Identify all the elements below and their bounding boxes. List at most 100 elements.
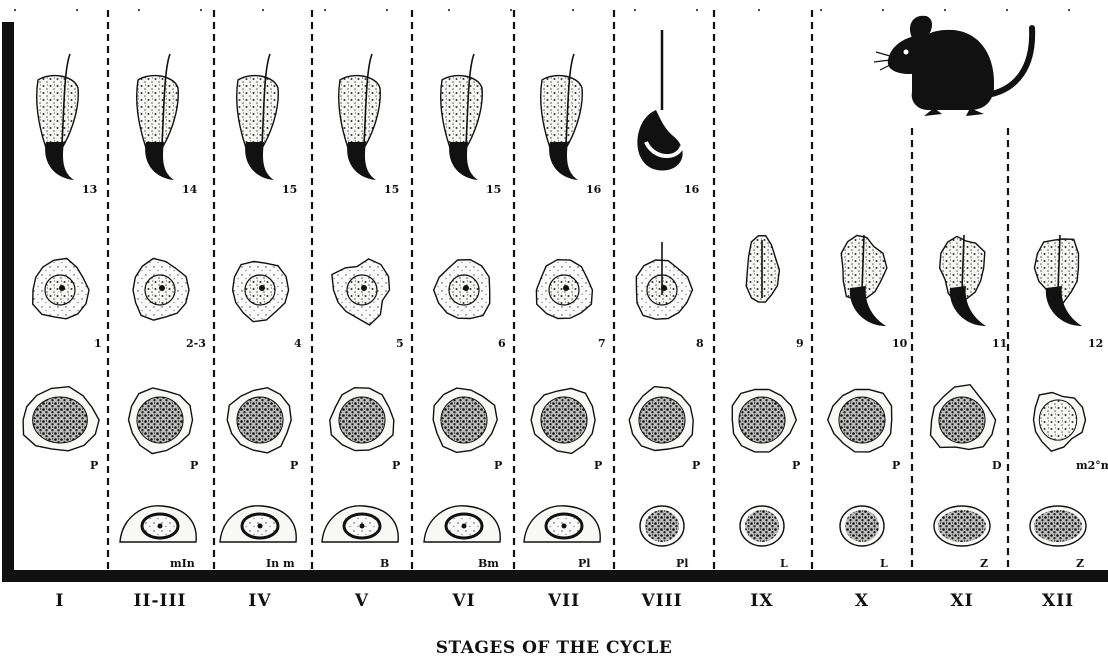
round-spermatid [434, 260, 490, 319]
spermatogonium-nucleus [938, 510, 986, 542]
spermatocyte-nucleus [339, 397, 385, 443]
spermatid-head [637, 110, 682, 170]
elongated-cell-label: 15 [282, 184, 297, 195]
elongating-spermatid [637, 30, 682, 170]
round-cell-label: 9 [796, 338, 804, 349]
spermatogonia-cell-label: L [780, 558, 788, 569]
spermatogonia-cell-label: B [380, 558, 389, 569]
spermatogonium-nucleus [1034, 510, 1082, 542]
mouse-eye [904, 50, 909, 55]
spermatocyte-nucleus [939, 397, 985, 443]
round-cell-label: 6 [498, 338, 506, 349]
elongated-cell-label: 13 [82, 184, 97, 195]
spermatocyte-nucleus [639, 397, 685, 443]
spermatocyte-nucleus [33, 397, 88, 443]
acrosome-granule [159, 285, 165, 291]
spermatocyte-nucleus [441, 397, 487, 443]
round-spermatid [233, 262, 289, 322]
spermatocyte-cell-label: P [792, 460, 800, 471]
mouse-ear [910, 16, 932, 38]
round-spermatid [841, 235, 887, 326]
spermatogonium-nucleus [645, 510, 679, 542]
spermatocyte [531, 388, 595, 453]
spermatocyte-nucleus [839, 397, 885, 443]
stage-label: VIII [627, 591, 697, 611]
acrosome-granule [563, 285, 569, 291]
spermatocyte-cell-label: P [892, 460, 900, 471]
spermatogonia-cell-label: mIn [170, 558, 195, 569]
axis-title: STAGES OF THE CYCLE [0, 638, 1108, 658]
round-spermatid [636, 242, 692, 319]
spermatid-head [449, 142, 478, 180]
round-cell-label: 10 [892, 338, 907, 349]
elongated-cell-label: 15 [384, 184, 399, 195]
spermatid-cytoplasm [137, 76, 179, 148]
acrosome-granule [361, 285, 367, 291]
elongating-spermatid [339, 54, 381, 180]
round-spermatid [1034, 235, 1082, 326]
spermatid-cytoplasm [339, 76, 381, 148]
spermatocyte [629, 387, 693, 451]
spermatocyte [931, 385, 996, 450]
spermatocyte-cell-label: D [992, 460, 1002, 471]
spermatocyte-cell-label: P [494, 460, 502, 471]
spermatogonium [220, 506, 296, 542]
spermatocyte [732, 390, 796, 452]
spermatogonium [524, 506, 600, 542]
stage-label: XII [1023, 591, 1093, 611]
spermatocyte [433, 388, 497, 452]
elongated-cell-label: 16 [586, 184, 601, 195]
spermatocyte [330, 388, 394, 451]
spermatid-head [549, 142, 578, 180]
spermatocyte-cell-label: P [90, 460, 98, 471]
spermatogonium-nucleolus [562, 524, 567, 529]
spermatid-cytoplasm [541, 76, 583, 148]
elongated-cell-label: 16 [684, 184, 699, 195]
spermatocyte-nucleus [237, 397, 283, 443]
spermatogonium-nucleolus [258, 524, 263, 529]
spermatocyte-nucleus [1039, 400, 1076, 440]
spermatocyte-cell-label: m2°m [1076, 460, 1108, 471]
panel-left-border [2, 22, 14, 582]
elongating-spermatid [137, 54, 179, 180]
panel-bottom-border [2, 570, 1108, 582]
round-cell-label: 11 [992, 338, 1007, 349]
spermatid-cytoplasm [441, 76, 483, 148]
round-spermatid [746, 236, 779, 302]
stage-label: I [25, 591, 95, 611]
spermatogonium-nucleolus [158, 524, 163, 529]
round-spermatid [536, 260, 592, 319]
stage-label: V [327, 591, 397, 611]
spermatocyte-cell-label: P [290, 460, 298, 471]
spermatogonium [322, 506, 398, 542]
spermatogonia-cell-label: Z [980, 558, 988, 569]
stage-label: XI [927, 591, 997, 611]
round-spermatid [33, 258, 89, 318]
spermatogonium [840, 506, 884, 546]
acrosome-granule [259, 285, 265, 291]
round-cell-label: 12 [1088, 338, 1103, 349]
elongated-cell-label: 15 [486, 184, 501, 195]
elongated-cell-label: 14 [182, 184, 197, 195]
spermatid-head [45, 142, 74, 180]
spermatid-head [145, 142, 174, 180]
elongating-spermatid [237, 54, 279, 180]
spermatocyte [227, 388, 291, 453]
spermatocyte-cell-label: P [692, 460, 700, 471]
spermatogonium-nucleus [745, 510, 779, 542]
spermatid-cytoplasm [237, 76, 279, 148]
spermatogonium-nucleus [845, 510, 879, 542]
spermatogonium [934, 506, 990, 546]
spermatogonia-cell-label: Pl [676, 558, 688, 569]
elongating-spermatid [441, 54, 483, 180]
spermatogonium-nucleolus [462, 524, 467, 529]
acrosome-granule [59, 285, 65, 291]
round-cell-label: 5 [396, 338, 404, 349]
spermatogonia-cell-label: L [880, 558, 888, 569]
spermatocyte [828, 389, 892, 452]
spermatocyte-nucleus [541, 397, 587, 443]
spermatocyte [1034, 393, 1086, 452]
spermatocyte-nucleus [137, 397, 183, 443]
elongating-spermatid [541, 54, 583, 180]
